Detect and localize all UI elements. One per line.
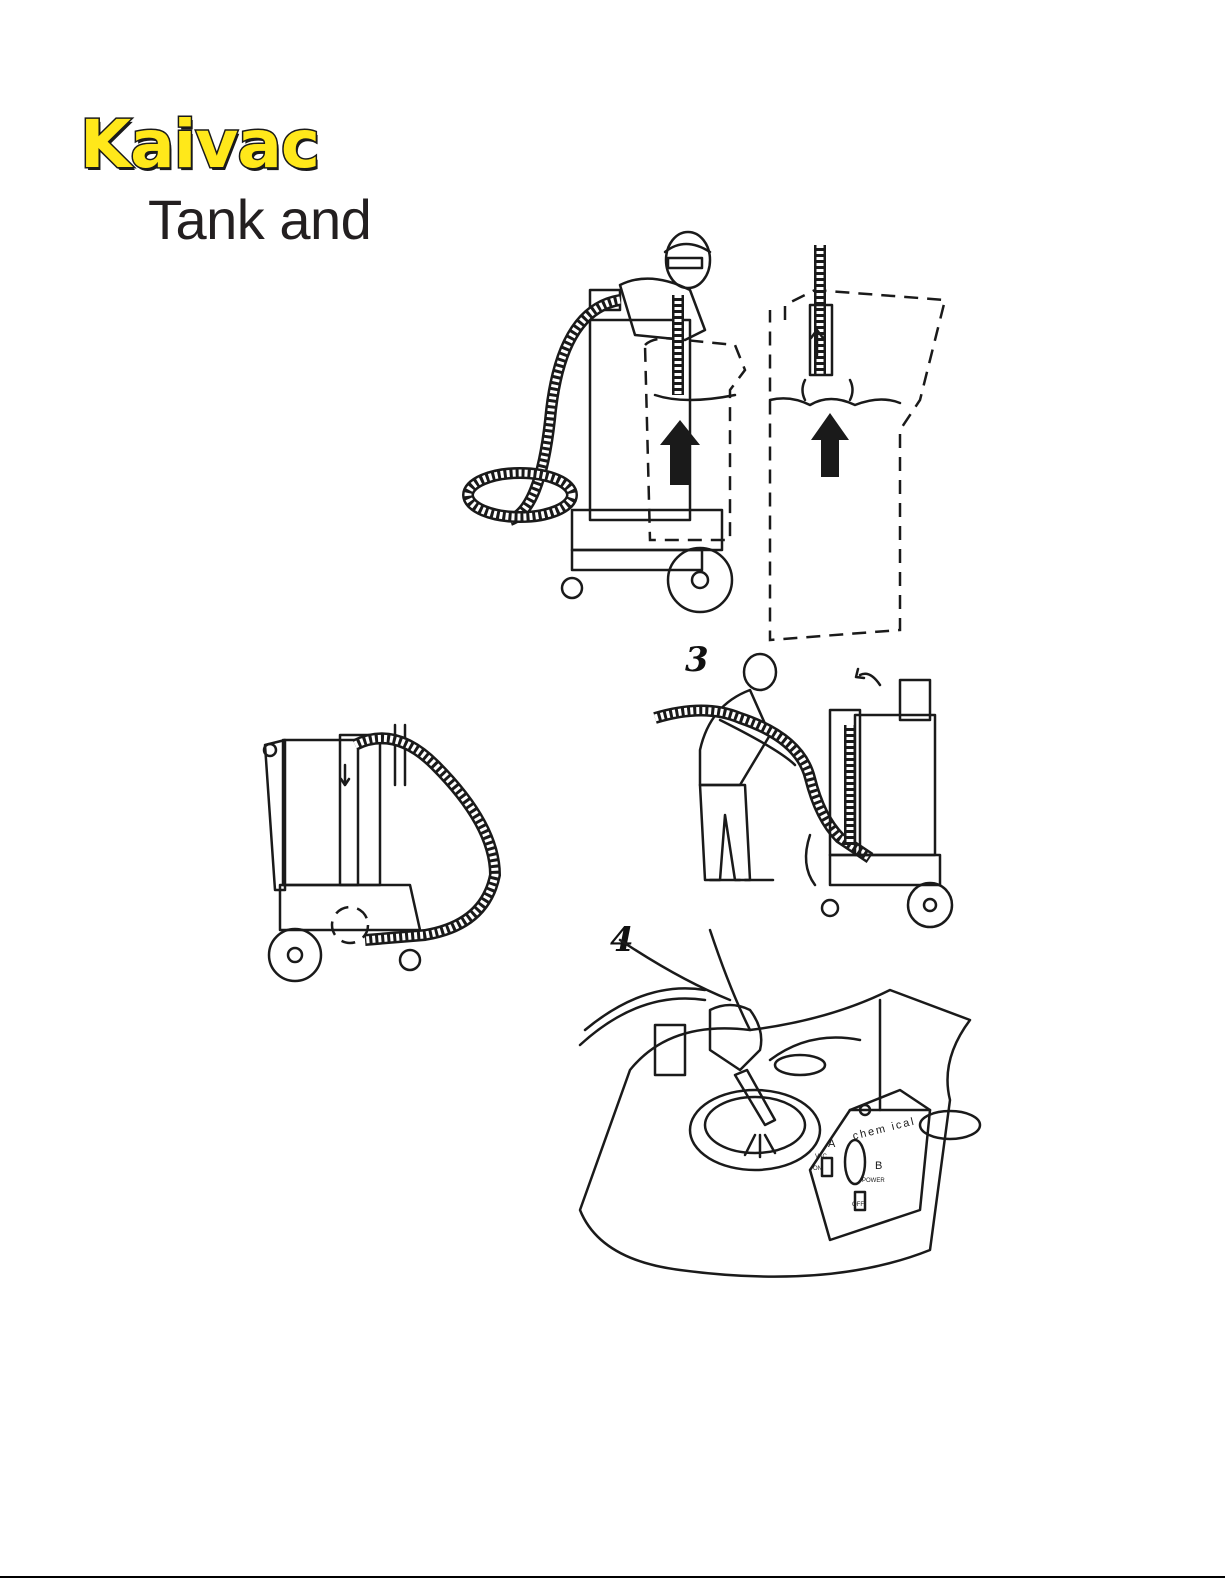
panel-label-power: POWER <box>862 1178 885 1184</box>
page-title: Tank and <box>148 192 371 248</box>
illustration-machine-side <box>255 715 505 985</box>
illustration-vacuum-tank <box>460 230 750 620</box>
illustration-tank-detail <box>765 245 955 605</box>
panel-label-vac: VAC <box>815 1154 827 1160</box>
panel-label-off: OFF <box>852 1202 864 1208</box>
panel-label-b: B <box>875 1160 882 1172</box>
illustration-person-winding-hose <box>650 650 980 935</box>
panel-label-a: A <box>828 1138 835 1150</box>
kaivac-logo: Kaivac <box>80 112 319 178</box>
panel-label-on: ON <box>813 1166 822 1172</box>
illustration-control-panel-closeup <box>580 930 980 1340</box>
bottom-rule <box>0 1576 1225 1578</box>
